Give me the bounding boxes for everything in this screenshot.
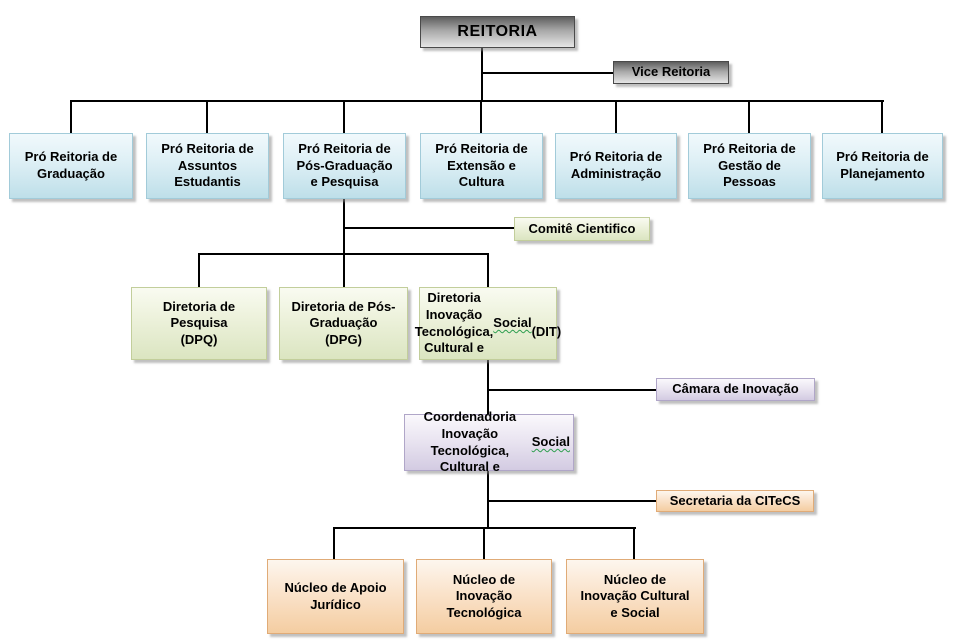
node-comite-cientifico: Comitê Cientifico bbox=[514, 217, 650, 241]
connector-line bbox=[198, 253, 200, 287]
connector-line bbox=[487, 500, 656, 502]
connector-line bbox=[333, 527, 335, 559]
node-reitoria: REITORIA bbox=[420, 16, 575, 48]
connector-line bbox=[206, 100, 208, 133]
connector-line bbox=[483, 527, 485, 559]
connector-line bbox=[343, 199, 345, 287]
node-nucleo-inovacao-tecnologica: Núcleo de Inovação Tecnológica bbox=[416, 559, 552, 634]
node-diretoria-pesquisa: Diretoria de Pesquisa (DPQ) bbox=[131, 287, 267, 360]
connector-line bbox=[343, 100, 345, 133]
spellcheck-underline: Social bbox=[531, 434, 570, 450]
connector-line bbox=[343, 227, 514, 229]
connector-line bbox=[487, 360, 489, 414]
connector-line bbox=[70, 100, 72, 133]
connector-line bbox=[615, 100, 617, 133]
node-pro-reitoria-graduacao: Pró Reitoria de Graduação bbox=[9, 133, 133, 199]
connector-line bbox=[633, 527, 635, 559]
connector-line bbox=[748, 100, 750, 133]
connector-line bbox=[481, 48, 483, 101]
node-pro-reitoria-assuntos-estudantis: Pró Reitoria de Assuntos Estudantis bbox=[146, 133, 269, 199]
node-pro-reitoria-extensao-cultura: Pró Reitoria de Extensão e Cultura bbox=[420, 133, 543, 199]
connector-line bbox=[487, 389, 656, 391]
node-pro-reitoria-gestao-pessoas: Pró Reitoria de Gestão de Pessoas bbox=[688, 133, 811, 199]
spellcheck-underline: Social bbox=[493, 315, 532, 331]
node-secretaria-citecs: Secretaria da CITeCS bbox=[656, 490, 814, 512]
connector-line bbox=[881, 100, 883, 133]
node-vice-reitoria: Vice Reitoria bbox=[613, 61, 729, 84]
connector-line bbox=[70, 100, 884, 102]
node-diretoria-inovacao-tecnologica: Diretoria Inovação Tecnológica, Cultural… bbox=[415, 287, 561, 360]
node-coordenadoria-citecs: Coordenadoria Inovação Tecnológica, Cult… bbox=[404, 409, 574, 474]
connector-line bbox=[481, 72, 613, 74]
node-pro-reitoria-administracao: Pró Reitoria de Administração bbox=[555, 133, 677, 199]
node-pro-reitoria-pos-graduacao-pesquisa: Pró Reitoria de Pós-Graduação e Pesquisa bbox=[283, 133, 406, 199]
connector-line bbox=[480, 100, 482, 133]
node-camara-inovacao: Câmara de Inovação bbox=[656, 378, 815, 401]
node-diretoria-pos-graduacao: Diretoria de Pós- Graduação (DPG) bbox=[279, 287, 408, 360]
connector-line bbox=[487, 253, 489, 287]
node-pro-reitoria-planejamento: Pró Reitoria de Planejamento bbox=[822, 133, 943, 199]
connector-line bbox=[198, 253, 489, 255]
connector-line bbox=[487, 471, 489, 528]
node-nucleo-apoio-juridico: Núcleo de Apoio Jurídico bbox=[267, 559, 404, 634]
node-nucleo-inovacao-cultural-social: Núcleo de Inovação Cultural e Social bbox=[566, 559, 704, 634]
